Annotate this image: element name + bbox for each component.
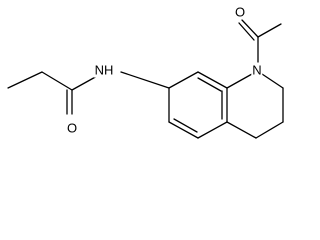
ring-c3-c4-bond [255, 121, 284, 139]
ring-c4-c4a-bond [226, 121, 257, 139]
acetyl-carbonyl-double-bond-b [238, 22, 255, 41]
aromatic-c4a-c5-bond [197, 121, 228, 139]
aromatic-c7-c8-bond [168, 71, 199, 89]
aromatic-ring [168, 71, 228, 139]
carbonyl-ch2-bond [41, 71, 73, 91]
structure-diagram [7, 19, 284, 139]
acetyl-group [238, 19, 282, 65]
acetyl-oxygen-label: O [233, 4, 247, 20]
propanamide-chain [7, 71, 170, 115]
saturated-ring [226, 73, 284, 139]
amide-h-symbol: H [104, 62, 114, 78]
acetyl-methyl-bond [257, 23, 282, 38]
molecule-canvas: O N NH O [7, 4, 284, 139]
c7-nh-bond [120, 71, 170, 89]
ring-n-c8a-bond [226, 73, 253, 89]
ring-nitrogen-label: N [251, 62, 263, 78]
amide-nitrogen-label: NH [93, 62, 115, 78]
ring-n-c2-bond [261, 73, 284, 89]
nh-carbonyl-bond [71, 74, 100, 91]
aromatic-c5-c6-inner [173, 118, 198, 133]
amide-oxygen-label: O [65, 120, 79, 136]
amide-n-symbol: N [94, 62, 104, 78]
aromatic-c5-c6-bond [168, 121, 199, 139]
ch2-ch3-bond [7, 71, 43, 89]
aromatic-c8-c8a-bond [197, 71, 228, 89]
acetyl-carbonyl-double-bond-a [241, 19, 259, 38]
aromatic-c8-c8a-inner [197, 77, 222, 92]
